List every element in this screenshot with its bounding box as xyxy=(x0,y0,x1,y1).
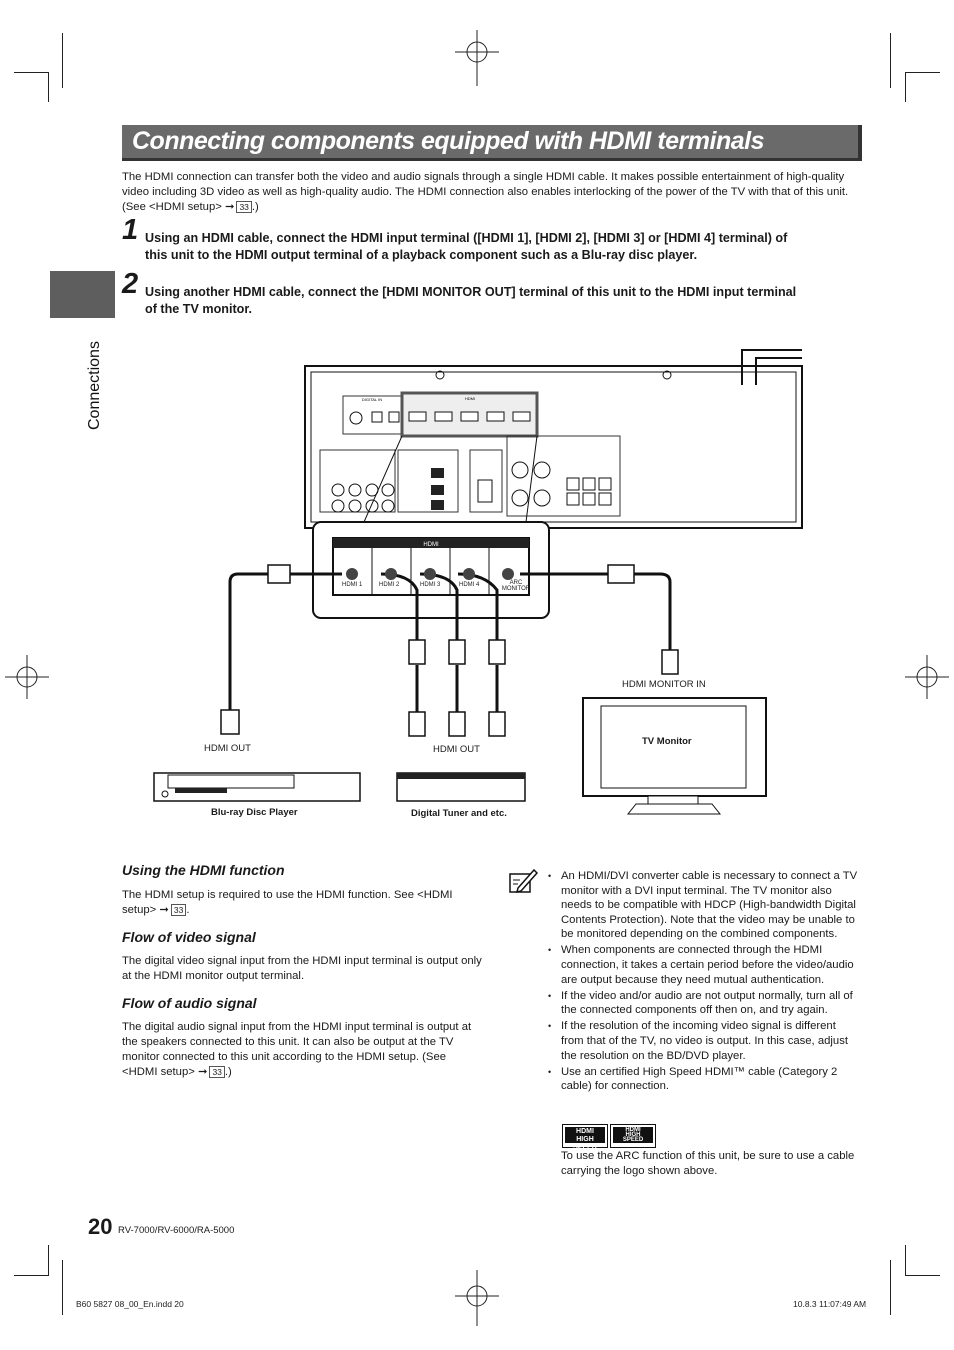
arc-note: To use the ARC function of this unit, be… xyxy=(561,1150,855,1177)
logo-top: HDMI xyxy=(576,1128,594,1135)
digital-tuner xyxy=(396,772,526,802)
step-text: Using another HDMI cable, connect the [H… xyxy=(145,285,797,299)
registration-mark-left xyxy=(5,655,49,699)
page-ref: 33 xyxy=(170,904,187,916)
note-pencil-icon xyxy=(509,868,538,894)
para-end: . xyxy=(186,904,190,916)
tv-monitor xyxy=(582,697,767,815)
para-text: The digital audio signal input from the … xyxy=(122,1021,472,1078)
heading-video-flow: Flow of video signal xyxy=(122,929,256,945)
logo-top: HDMI xyxy=(625,1127,641,1133)
port-hdmi-4: HDMI 4 xyxy=(459,582,480,588)
notes-list: An HDMI/DVI converter cable is necessary… xyxy=(548,869,860,1095)
timestamp: 10.8.3 11:07:49 AM xyxy=(793,1299,867,1309)
bluray-player xyxy=(153,772,361,802)
note-item: When components are connected through th… xyxy=(548,943,860,987)
step-number: 1 xyxy=(122,214,139,246)
panel-hdmi: HDMI xyxy=(465,396,475,401)
heading-audio-flow: Flow of audio signal xyxy=(122,995,257,1011)
heading-using-hdmi: Using the HDMI function xyxy=(122,862,285,878)
step-number: 2 xyxy=(122,268,139,300)
connector-plugs xyxy=(220,564,679,737)
note-item: If the video and/or audio are not output… xyxy=(548,989,860,1018)
page-ref: 33 xyxy=(209,1066,225,1078)
label-hdmi-monitor-in: HDMI MONITOR IN xyxy=(622,679,706,690)
label-hdmi-out-left: HDMI OUT xyxy=(204,743,251,754)
page-ref: 33 xyxy=(236,201,252,213)
logo-extra: with ETHERNET xyxy=(617,1143,649,1148)
para-audio-flow: The digital audio signal input from the … xyxy=(122,1020,472,1080)
step-2: 2 Using another HDMI cable, connect the … xyxy=(122,270,862,318)
intro-end: .) xyxy=(251,201,259,213)
label-tuner: Digital Tuner and etc. xyxy=(411,808,507,819)
port-hdmi-1: HDMI 1 xyxy=(342,582,363,588)
port-hdmi-3: HDMI 3 xyxy=(420,582,441,588)
para-end: .) xyxy=(224,1066,232,1078)
panel-digital-in: DIGITAL IN xyxy=(362,397,382,402)
label-hdmi-out-mid: HDMI OUT xyxy=(433,744,480,755)
sidebar-tab xyxy=(50,271,115,318)
note-item: An HDMI/DVI converter cable is necessary… xyxy=(548,869,860,942)
note-item: If the resolution of the incoming video … xyxy=(548,1019,860,1063)
page-number: 20 xyxy=(88,1214,113,1239)
intro-text: The HDMI connection can transfer both th… xyxy=(122,171,849,213)
step-text-2: this unit to the HDMI output terminal of… xyxy=(145,248,698,262)
step-text: Using an HDMI cable, connect the HDMI in… xyxy=(145,231,788,245)
para-text: The HDMI setup is required to use the HD… xyxy=(122,889,453,916)
para-using-hdmi: The HDMI setup is required to use the HD… xyxy=(122,888,482,918)
intro-paragraph: The HDMI connection can transfer both th… xyxy=(122,170,860,215)
port-arc-monitor: ARC MONITOR xyxy=(501,580,531,592)
model-numbers: RV-7000/RV-6000/RA-5000 xyxy=(118,1225,235,1236)
registration-mark-right xyxy=(905,655,949,699)
file-name: B60 5827 08_00_En.indd 20 xyxy=(76,1299,184,1309)
registration-mark-top xyxy=(455,30,499,86)
logo-bottom: HIGH SPEED xyxy=(573,1136,597,1151)
page-title: Connecting components equipped with HDMI… xyxy=(132,127,764,155)
registration-mark-bottom xyxy=(455,1270,499,1326)
hdmi-terminal-closeup: HDMI xyxy=(312,521,550,619)
port-hdmi-2: HDMI 2 xyxy=(379,582,400,588)
note-item: Use an certified High Speed HDMI™ cable … xyxy=(548,1065,860,1094)
logo-bottom: HIGH SPEED xyxy=(622,1132,644,1143)
step-1: 1 Using an HDMI cable, connect the HDMI … xyxy=(122,216,862,264)
label-bluray: Blu-ray Disc Player xyxy=(211,807,298,818)
connection-diagram: DIGITAL IN HDMI xyxy=(153,349,803,815)
receiver-rear-panel: DIGITAL IN HDMI xyxy=(304,349,803,529)
para-video-flow: The digital video signal input from the … xyxy=(122,955,482,982)
label-tv-monitor: TV Monitor xyxy=(642,736,692,747)
closeup-hdmi-label: HDMI xyxy=(423,542,439,548)
page-title-bar: Connecting components equipped with HDMI… xyxy=(122,125,862,161)
step-text-2: of the TV monitor. xyxy=(145,302,253,316)
